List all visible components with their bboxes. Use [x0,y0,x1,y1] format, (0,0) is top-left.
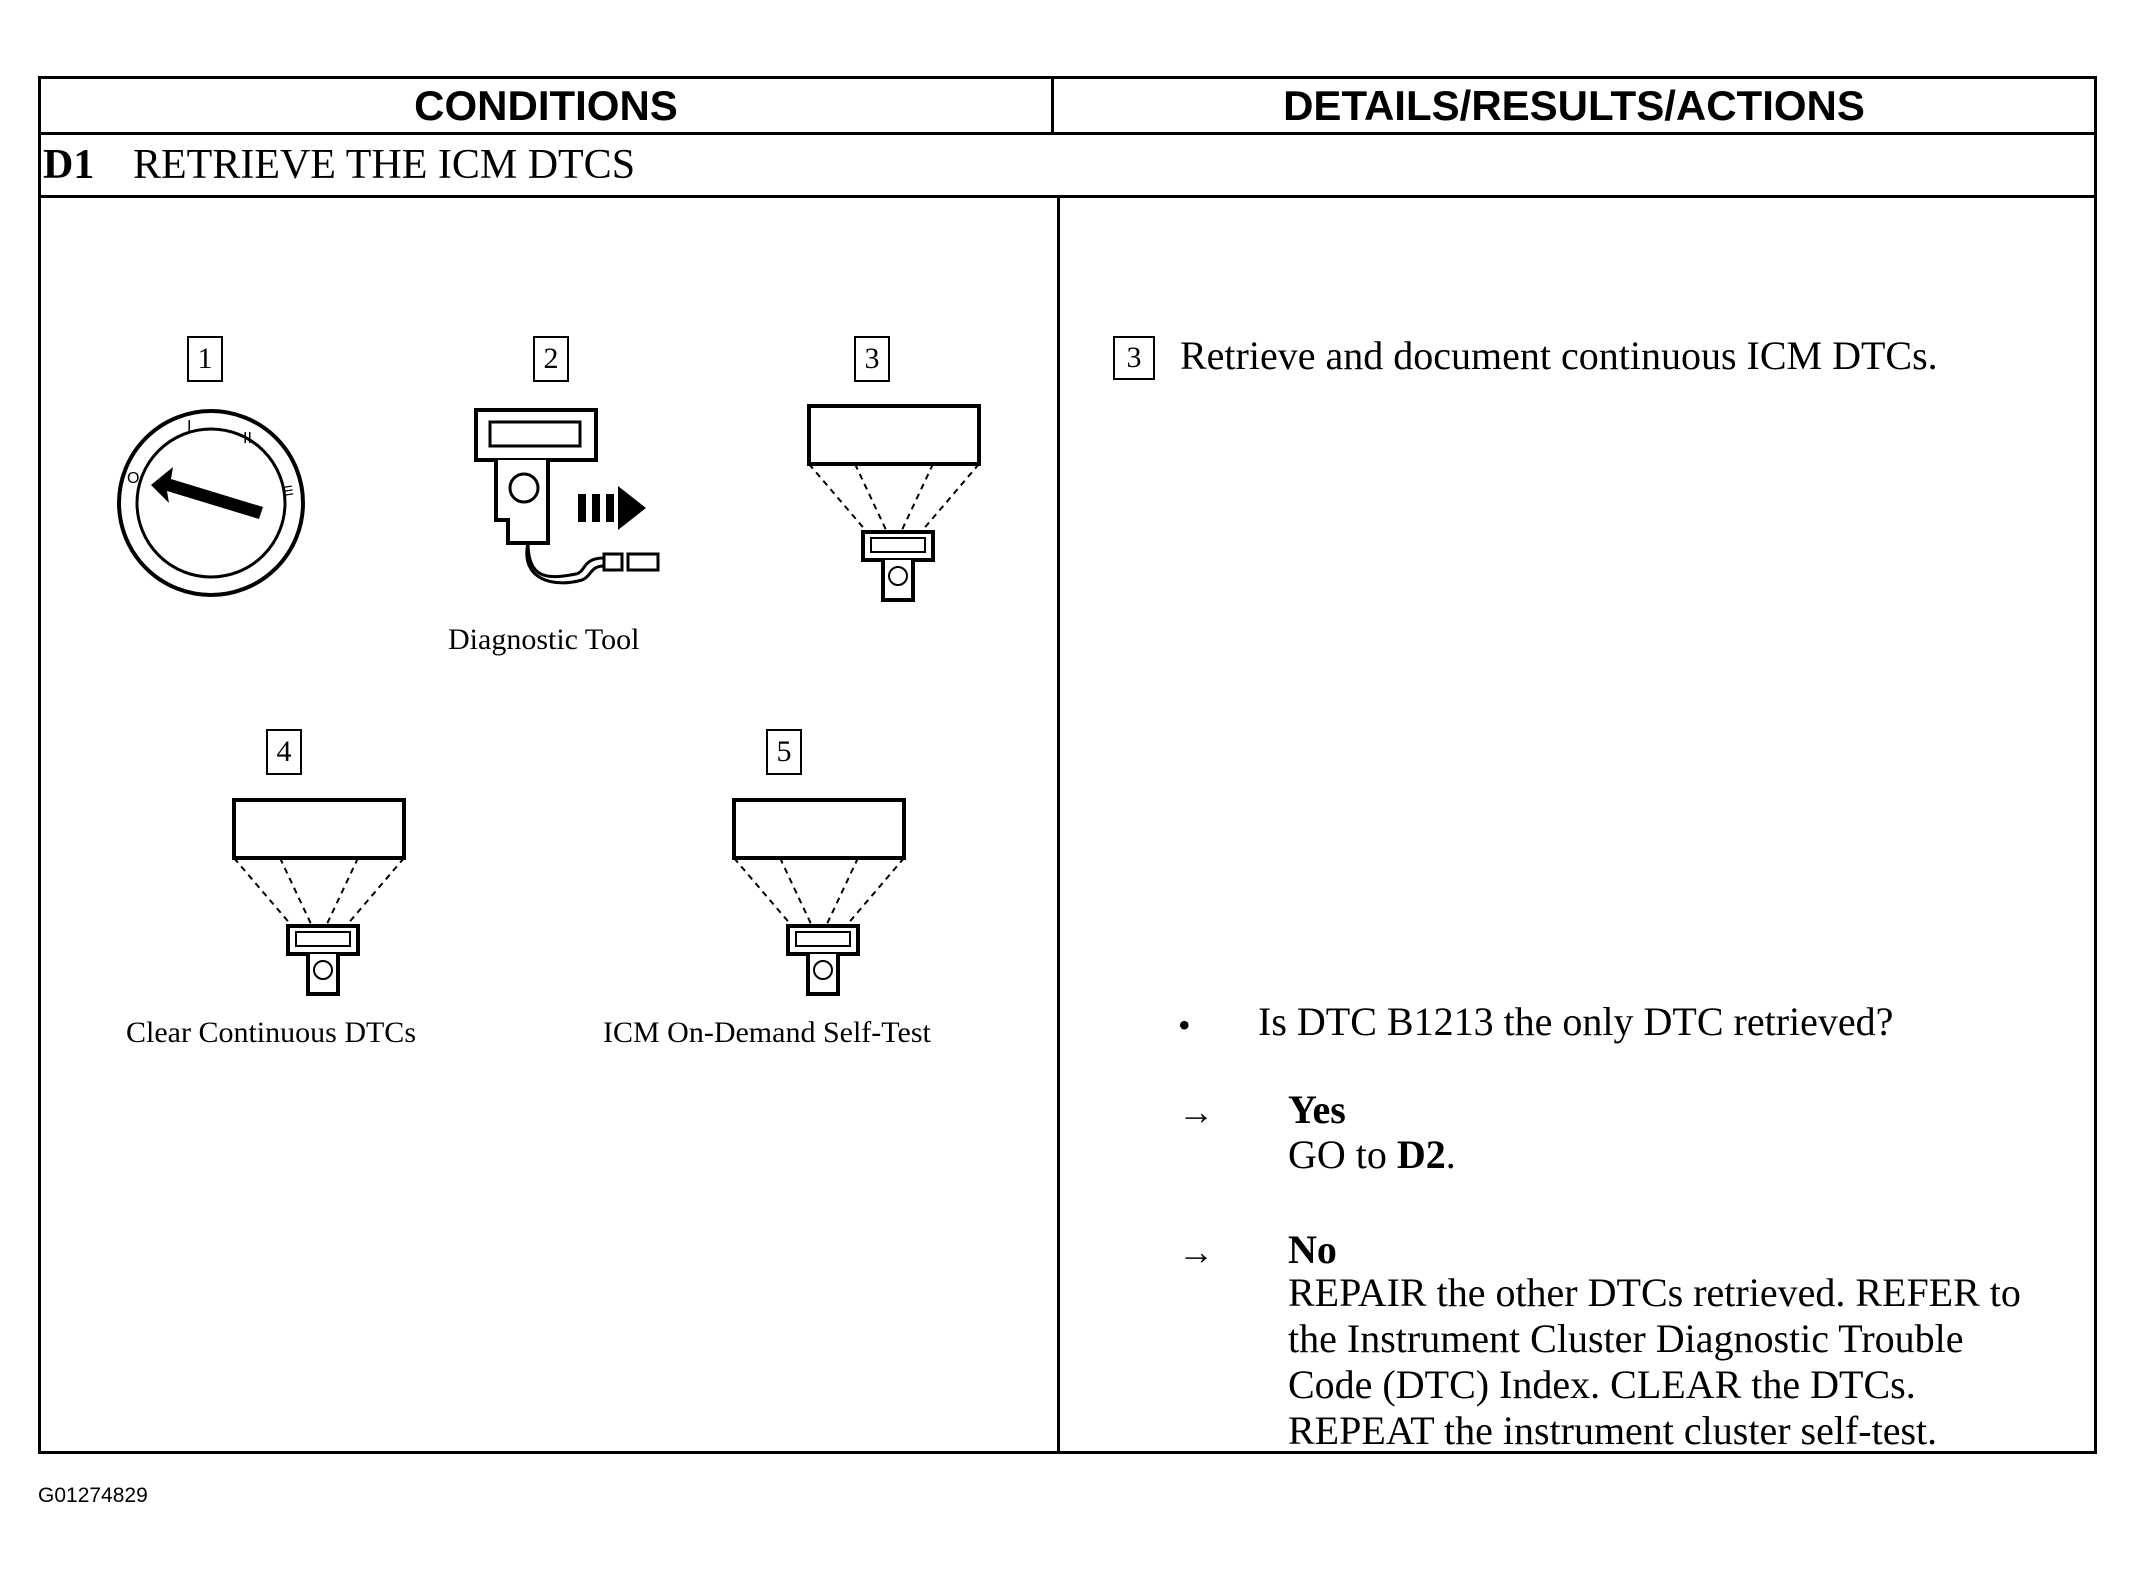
scan-tool-screen-icon [232,798,406,996]
illustration-caption: Diagnostic Tool [448,623,640,656]
step-title: RETRIEVE THE ICM DTCS [133,142,636,188]
step-id: D1 [43,142,95,188]
details-cell: 3 Retrieve and document continuous ICM D… [1060,198,2094,1453]
no-instruction-line: the Instrument Cluster Diagnostic Troubl… [1288,1316,1964,1361]
scan-tool-screen-icon [807,404,981,602]
diagnostic-table: CONDITIONS DETAILS/RESULTS/ACTIONS D1 RE… [38,76,2097,1454]
figure-id: G01274829 [38,1484,148,1507]
conditions-header: CONDITIONS [41,79,1054,132]
conditions-cell: 1 O I II III 2 Diagnostic Tool [41,198,1060,1451]
no-instruction-line: REPEAT the instrument cluster self-test. [1288,1408,1938,1453]
ignition-off-mark: O [127,470,139,487]
scan-tool-screen-icon [732,798,906,996]
yes-instruction-text: GO to [1288,1132,1397,1177]
action-text: Retrieve and document continuous ICM DTC… [1180,333,1938,378]
table-header: CONDITIONS DETAILS/RESULTS/ACTIONS [41,79,2094,135]
illustration-caption: Clear Continuous DTCs [126,1016,416,1049]
step-number-box: 4 [266,729,302,775]
yes-step-link[interactable]: D2 [1396,1132,1446,1177]
yes-instruction-end: . [1445,1132,1456,1177]
no-arrow-icon: → [1178,1232,1214,1272]
illustration-caption: ICM On-Demand Self-Test [603,1016,931,1049]
step-number-box: 2 [533,336,569,382]
ignition-switch-icon: O I II III [117,409,305,597]
yes-instruction: GO to D2. [1288,1132,1456,1178]
step-number-box: 1 [187,336,223,382]
diagnostic-tool-icon [474,408,660,585]
ignition-acc-mark: I [187,418,191,435]
action-number-box: 3 [1113,336,1155,380]
no-label: No [1288,1227,1337,1272]
question-bullet: • [1178,1005,1191,1045]
step-row: D1 RETRIEVE THE ICM DTCS [41,135,2094,198]
no-instruction-line: REPAIR the other DTCs retrieved. REFER t… [1288,1270,2021,1315]
no-instruction-line: Code (DTC) Index. CLEAR the DTCs. [1288,1362,1916,1407]
ignition-run-mark: II [243,430,252,447]
ignition-start-mark: III [279,484,297,498]
step-number-box: 5 [766,729,802,775]
step-number-box: 3 [854,336,890,382]
question-text: Is DTC B1213 the only DTC retrieved? [1258,999,1894,1044]
yes-label: Yes [1288,1087,1346,1132]
yes-arrow-icon: → [1178,1092,1214,1132]
details-header: DETAILS/RESULTS/ACTIONS [1283,81,1865,129]
